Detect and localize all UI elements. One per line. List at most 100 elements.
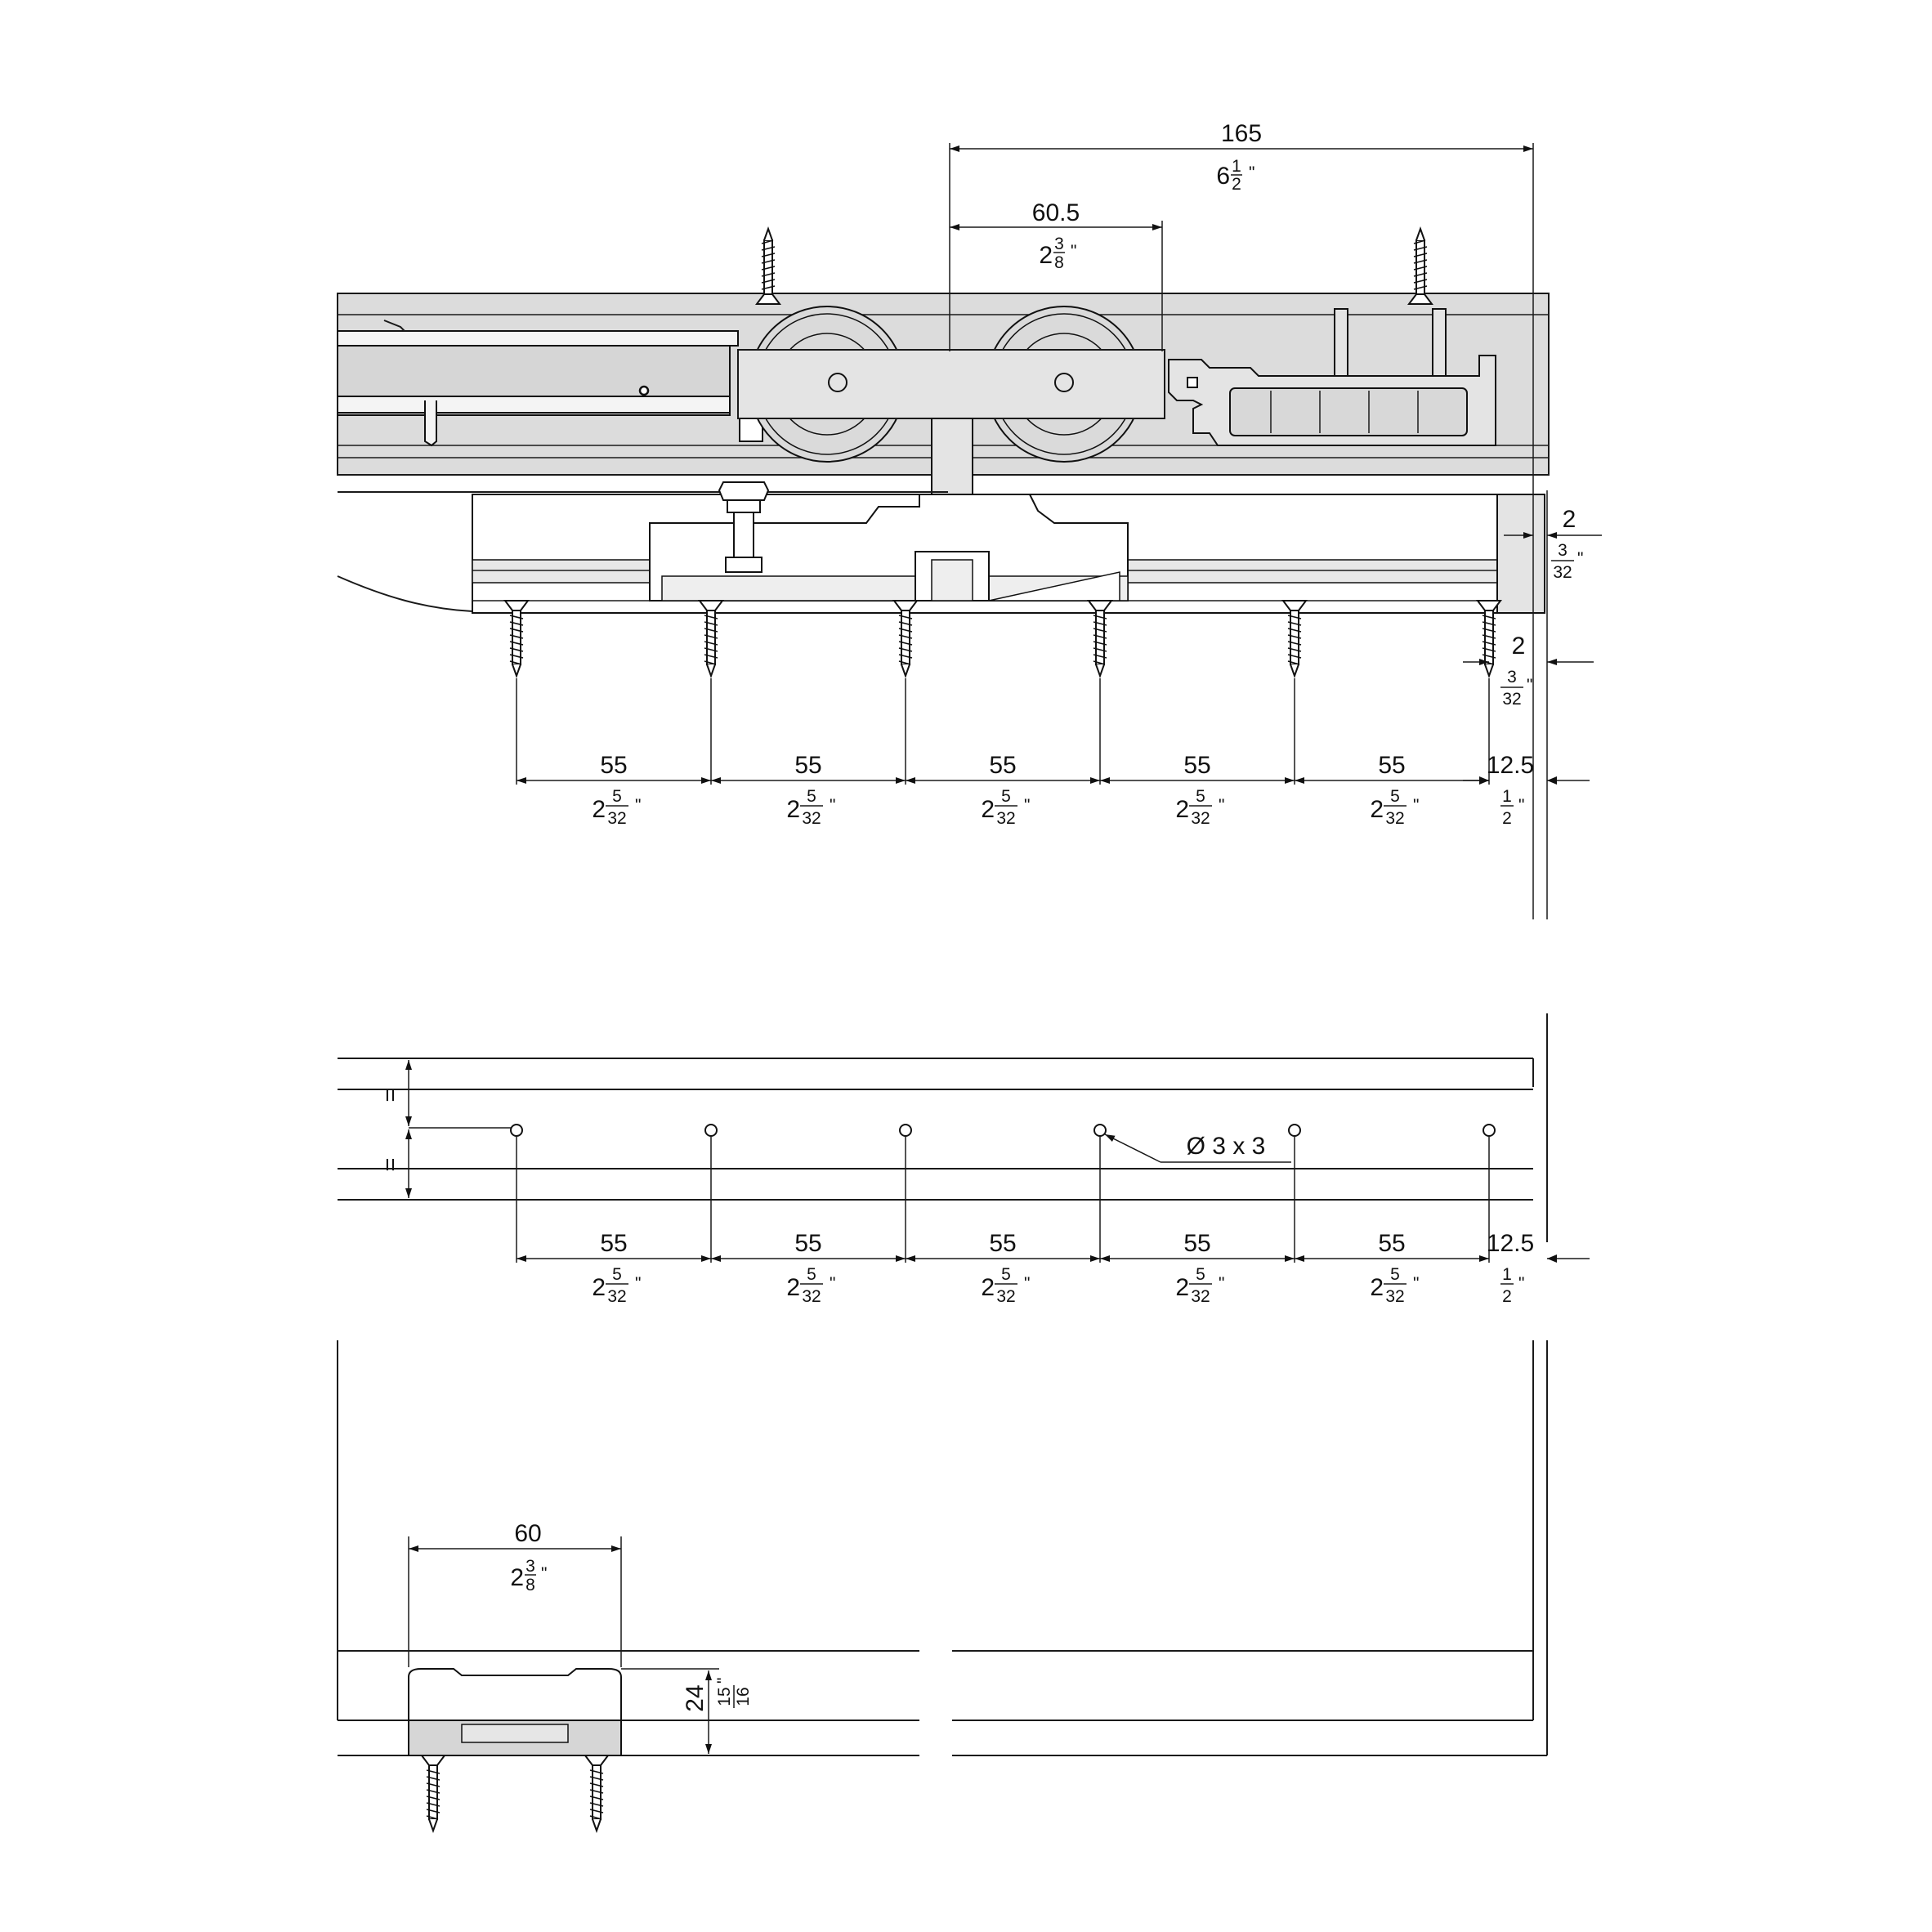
spacing-mm: 55 [600,1230,627,1257]
spacing-in-den: 32 [1191,809,1210,828]
svg-text:": " [1413,796,1419,815]
drill-hole-2 [704,1124,718,1137]
dim-guide-height: 24 15 16 " [682,1670,753,1754]
spacing-in-den: 32 [996,809,1015,828]
spacing-in-whole: 2 [1370,796,1384,823]
svg-text:": " [830,796,835,815]
spacing-in-den: 32 [996,1287,1015,1306]
dim-mid-spacing-2: 55 2 5 32 " [786,1230,835,1306]
svg-text:": " [1219,796,1224,815]
svg-text:": " [541,1564,547,1583]
floor-guide-view: 60 2 3 8 " 24 15 16 " [337,1340,1548,1831]
dim-overall-in-num: 1 [1232,157,1241,176]
carriage-plate [737,349,1165,497]
svg-text:": " [1527,676,1532,695]
spacing-in-den: 32 [1385,809,1404,828]
dim-top-spacing-2: 55 2 5 32 " [786,752,835,828]
spacing-in-whole: 2 [981,1274,995,1301]
spacing-in-num: 5 [1390,787,1400,806]
dim-top-spacing-4: 55 2 5 32 " [1175,752,1224,828]
spacing-in-whole: 2 [1370,1274,1384,1301]
dim-offset-lower-in-num: 3 [1507,668,1517,686]
dim-guide-width-in-den: 8 [525,1576,535,1594]
dim-mid-end: 12.5 1 2 " [1487,1230,1534,1306]
spacing-in-num: 5 [1390,1265,1400,1284]
spacing-mm: 55 [989,1230,1016,1257]
dim-offset-lower-mm: 2 [1512,633,1526,660]
end-in-den: 2 [1502,1287,1512,1306]
end-mm: 12.5 [1487,752,1534,779]
svg-text:": " [1249,163,1254,182]
spacing-in-whole: 2 [1175,1274,1189,1301]
spacing-mm: 55 [794,1230,821,1257]
spacing-mm: 55 [1378,1230,1405,1257]
spacing-mm: 55 [794,752,821,779]
dim-guide-height-in-den: 16 [734,1687,753,1706]
spacing-in-num: 5 [1196,787,1205,806]
soft-close-mechanism [337,320,763,447]
top-view: 165 6 1 2 " 60.5 2 3 8 " 2 3 32 " [337,120,1602,919]
spacing-in-den: 32 [802,809,821,828]
dim-carriage-in-num: 3 [1054,235,1064,253]
dim-carriage-mm: 60.5 [1032,199,1080,226]
dim-guide-height-mm: 24 [682,1684,709,1711]
dim-offset-upper-in-num: 3 [1558,541,1568,560]
dim-mid-spacing-4: 55 2 5 32 " [1175,1230,1224,1306]
dim-mid-spacing-3: 55 2 5 32 " [981,1230,1030,1306]
equal-mark-lower: = [378,1158,404,1172]
svg-text:": " [1413,1274,1419,1293]
dim-guide-width: 60 2 3 8 " [409,1520,621,1594]
spacing-in-whole: 2 [981,796,995,823]
dim-offset-upper-in-den: 32 [1553,563,1572,582]
dim-mid-spacing-5: 55 2 5 32 " [1370,1230,1419,1306]
spacing-in-num: 5 [612,1265,622,1284]
dim-overall-in-whole: 6 [1216,163,1230,190]
spacing-in-num: 5 [1001,787,1011,806]
svg-text:": " [1577,549,1583,568]
hole-layout-view: = = Ø 3 x 3 55 2 5 32 " [338,1013,1590,1306]
end-in-num: 1 [1502,787,1512,806]
spacing-in-num: 5 [612,787,622,806]
spacing-in-num: 5 [807,787,816,806]
bottom-track-profile [337,491,1545,614]
end-in-den: 2 [1502,809,1512,828]
spacing-mm: 55 [1378,752,1405,779]
dim-guide-width-in-whole: 2 [510,1564,524,1591]
spacing-in-whole: 2 [786,1274,800,1301]
drill-hole-5 [1288,1124,1301,1137]
dim-overall-in-den: 2 [1232,175,1241,194]
spacing-in-whole: 2 [1175,796,1189,823]
floor-screw-left [421,1755,445,1831]
dim-offset-lower: 2 3 32 " [1463,633,1594,709]
dim-top-end: 12.5 1 2 " [1487,752,1534,828]
spacing-in-whole: 2 [592,796,606,823]
spacing-mm: 55 [1183,1230,1210,1257]
drill-hole-6 [1483,1124,1496,1137]
spacing-in-whole: 2 [592,1274,606,1301]
dim-overall-length: 165 6 1 2 " [950,120,1533,194]
spacing-in-den: 32 [1191,1287,1210,1306]
dim-guide-height-in-num: 15 [715,1687,734,1706]
dim-carriage: 60.5 2 3 8 " [950,199,1162,272]
svg-text:": " [1518,796,1524,815]
svg-text:": " [635,1274,641,1293]
dim-overall-mm: 165 [1221,120,1262,147]
end-stopper [1168,308,1496,446]
spacing-in-num: 5 [807,1265,816,1284]
floor-guide-block [408,1668,622,1756]
dim-mid-spacing-1: 55 2 5 32 " [592,1230,641,1306]
dim-guide-width-mm: 60 [514,1520,541,1547]
dim-offset-upper-mm: 2 [1563,506,1576,533]
spacing-mm: 55 [600,752,627,779]
adjustment-bolt [718,481,770,573]
equal-mark-upper: = [378,1089,404,1102]
svg-text:": " [1219,1274,1224,1293]
drill-hole-4 [1093,1124,1107,1137]
dim-guide-width-in-num: 3 [525,1557,535,1576]
spacing-mm: 55 [1183,752,1210,779]
dim-offset-lower-in-den: 32 [1502,690,1521,709]
end-in-num: 1 [1502,1265,1512,1284]
dim-offset-upper: 2 3 32 " [1504,506,1602,582]
spacing-in-den: 32 [607,1287,626,1306]
